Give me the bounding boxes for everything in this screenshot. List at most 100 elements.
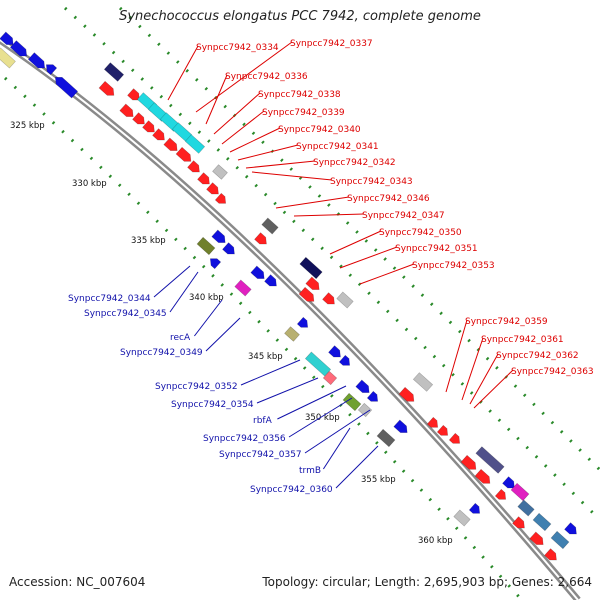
gene-box [234, 279, 252, 297]
forward-gene-label: Synpcc7942_0340 [278, 125, 361, 135]
forward-gene-label: Synpcc7942_0341 [296, 142, 379, 152]
gene-arrow [460, 454, 477, 470]
forward-gene-label: Synpcc7942_0346 [347, 194, 430, 204]
gene-box [357, 402, 373, 418]
gene-box [0, 47, 16, 69]
leader-line [195, 41, 293, 113]
gene-arrow [27, 52, 46, 69]
gene-arrow [197, 172, 210, 185]
forward-gene-label: Synpcc7942_0361 [481, 335, 564, 345]
gene-arrow [355, 379, 370, 393]
reverse-gene-label: Synpcc7942_0344 [68, 294, 151, 304]
gene-arrow [474, 468, 491, 484]
tick-dot-track [63, 6, 600, 522]
reverse-gene-label: Synpcc7942_0357 [219, 450, 302, 460]
gene-box [336, 291, 354, 309]
forward-gene-label: Synpcc7942_0339 [262, 108, 345, 118]
gene-arrow [55, 77, 79, 99]
gene-arrow [338, 354, 351, 366]
kbp-tick-label: 350 kbp [305, 413, 340, 423]
leader-line [469, 353, 499, 405]
leader-line [245, 160, 316, 169]
gene-box [212, 164, 228, 180]
kbp-tick-label: 335 kbp [131, 236, 166, 246]
gene-arrow [142, 120, 155, 133]
leader-line [329, 230, 382, 255]
gene-arrow [132, 112, 145, 125]
tick-dot-track [3, 76, 522, 600]
gene-arrow [502, 476, 515, 489]
reverse-gene-label: Synpcc7942_0354 [171, 400, 254, 410]
reverse-gene-label: rbfA [253, 416, 273, 426]
forward-gene-label: Synpcc7942_0347 [362, 211, 445, 221]
kbp-tick-label: 360 kbp [418, 536, 453, 546]
gene-arrow [544, 548, 557, 561]
reverse-gene-label: Synpcc7942_0360 [250, 485, 333, 495]
gene-arrow [211, 229, 226, 243]
gene-arrow [494, 488, 507, 500]
leader-line [275, 196, 350, 209]
gene-arrow [127, 88, 140, 101]
leader-line [256, 377, 319, 404]
gene-box [284, 326, 300, 342]
leader-line [153, 265, 191, 298]
kbp-tick-label: 340 kbp [189, 293, 224, 303]
forward-gene-label: Synpcc7942_0363 [511, 367, 594, 377]
gene-arrow [187, 160, 200, 173]
map-title: Synechococcus elongatus PCC 7942, comple… [119, 9, 481, 24]
gene-arrow [45, 64, 58, 76]
leader-line [339, 246, 398, 269]
forward-gene-label: Synpcc7942_0338 [258, 90, 341, 100]
leader-line [205, 74, 228, 125]
gene-box [376, 428, 396, 448]
gene-box [196, 236, 216, 256]
gene-arrow [328, 345, 341, 358]
leader-line [473, 369, 514, 409]
gene-box [304, 351, 332, 377]
gene-arrow [393, 419, 408, 433]
forward-gene-label: Synpcc7942_0351 [395, 244, 478, 254]
leader-line [445, 319, 468, 393]
kbp-tick-label: 345 kbp [248, 352, 283, 362]
kbp-tick-label: 325 kbp [10, 121, 45, 131]
gene-box [322, 370, 338, 386]
gene-box [412, 372, 434, 392]
gene-arrow [209, 258, 222, 270]
gene-arrow [0, 31, 14, 45]
gene-box [517, 499, 535, 517]
gene-box [184, 134, 206, 154]
leader-line [194, 299, 223, 337]
leader-line [304, 409, 371, 454]
forward-gene-label: Synpcc7942_0353 [412, 261, 495, 271]
gene-box [261, 217, 279, 235]
leader-line [461, 337, 484, 401]
leader-line [335, 445, 379, 489]
gene-box [299, 256, 323, 280]
leader-line [251, 171, 333, 181]
forward-gene-label: Synpcc7942_0362 [496, 351, 579, 361]
leader-line [293, 213, 365, 217]
reverse-gene-label: recA [170, 333, 191, 343]
gene-arrow [468, 502, 481, 514]
reverse-gene-label: Synpcc7942_0352 [155, 382, 238, 392]
reverse-gene-label: trmB [299, 466, 321, 476]
leader-line [229, 127, 281, 153]
gene-box [475, 446, 505, 474]
gene-arrow [305, 276, 320, 290]
leader-line [288, 397, 353, 438]
leader-line [240, 359, 301, 386]
gene-arrow [214, 192, 227, 204]
reverse-gene-labels: Synpcc7942_0344Synpcc7942_0345recASynpcc… [68, 265, 379, 495]
leader-line [322, 427, 351, 470]
gene-arrow [322, 292, 335, 305]
gene-arrow [222, 242, 235, 255]
gene-arrow [448, 432, 461, 444]
gene-arrow [98, 80, 115, 96]
gene-arrow [250, 265, 265, 279]
gene-arrow [426, 416, 439, 428]
gene-arrow [529, 531, 544, 545]
leader-line [213, 92, 261, 135]
gene-arrow [398, 386, 415, 402]
